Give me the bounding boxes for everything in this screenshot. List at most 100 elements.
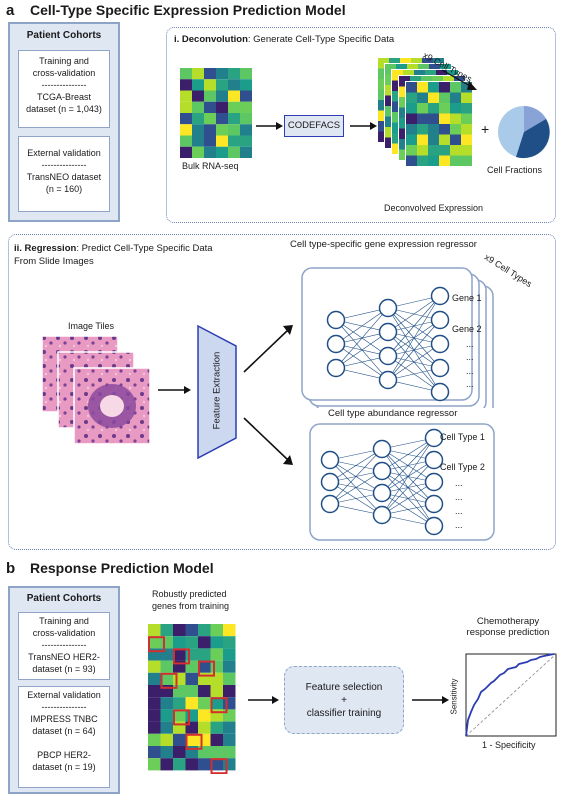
heatmap-cell xyxy=(385,127,396,138)
heatmap-cell xyxy=(216,68,228,80)
feature-selection-text: Feature selection xyxy=(305,682,383,693)
heatmap-cell xyxy=(378,68,389,79)
heatmap-cell xyxy=(392,80,403,91)
heatmap-cell xyxy=(406,82,417,93)
network-node xyxy=(424,450,444,470)
heatmap-cell xyxy=(450,155,461,166)
network-edge xyxy=(381,459,435,516)
heatmap-cell xyxy=(148,746,161,759)
heatmap-cell xyxy=(385,106,396,117)
heatmap-cell xyxy=(223,685,236,698)
heatmap-cell xyxy=(392,91,403,102)
diverging-arrows xyxy=(243,325,293,465)
heatmap-cell xyxy=(240,124,252,136)
highlight-box xyxy=(185,733,203,750)
heatmap-cell xyxy=(180,90,192,102)
network-node xyxy=(320,450,340,470)
heatmap-cell xyxy=(198,721,211,734)
chemo-label: Chemotherapy response prediction xyxy=(466,616,550,638)
heatmap-cell xyxy=(240,146,252,158)
cohort-text: IMPRESS TNBC xyxy=(30,714,98,724)
network-edge xyxy=(387,295,441,333)
deconvolved-heatmap-stack xyxy=(378,58,473,167)
chemo-label-line2: response prediction xyxy=(466,627,550,638)
cohort-separator: --------------- xyxy=(41,640,87,650)
heatmap-cell xyxy=(148,758,161,771)
heatmap-cell xyxy=(399,139,410,150)
heatmap-cell xyxy=(160,697,173,710)
heatmap-cell xyxy=(160,721,173,734)
cohort-text: TransNEO HER2- xyxy=(28,652,100,662)
cohort-text: PBCP HER2- xyxy=(37,750,91,760)
heatmap-cell xyxy=(392,112,403,123)
heatmap-cell xyxy=(378,110,389,121)
panel-a-letter: a xyxy=(6,2,15,19)
cohort-text: cross-validation xyxy=(32,628,96,638)
heatmap-cell xyxy=(223,648,236,661)
gene-1-label: Gene 1 xyxy=(452,293,482,303)
heatmap-cell xyxy=(192,90,204,102)
regression-title: ii. Regression: Predict Cell-Type Specif… xyxy=(14,243,213,254)
heatmap-cell xyxy=(216,146,228,158)
heatmap-cell xyxy=(406,134,417,145)
highlight-box xyxy=(198,660,215,677)
network-node xyxy=(424,516,444,536)
heatmap-cell xyxy=(216,135,228,147)
heatmap-cell xyxy=(240,90,252,102)
network-node xyxy=(378,298,398,318)
heatmap-cell xyxy=(198,709,211,722)
highlight-box xyxy=(173,709,190,726)
heatmap-cell xyxy=(385,64,396,75)
heatmap-cell xyxy=(385,137,396,148)
gene-ellipsis: ... xyxy=(466,379,474,389)
heatmap-cell xyxy=(461,103,472,114)
heatmap-cell xyxy=(180,113,192,125)
heatmap-cell xyxy=(160,709,173,722)
heatmap-cell xyxy=(148,685,161,698)
cohort-text: Training and xyxy=(39,56,89,66)
network-card xyxy=(309,423,495,541)
network-edge xyxy=(387,295,441,357)
highlight-box xyxy=(210,758,228,774)
heatmap-cell xyxy=(399,76,410,87)
heatmap-cell xyxy=(378,89,389,100)
heatmap-cell xyxy=(392,133,403,144)
heatmap-cell xyxy=(240,135,252,147)
patient-cohorts-b: Patient Cohorts Training and cross-valid… xyxy=(8,586,120,794)
heatmap-cell xyxy=(173,709,186,722)
network-node xyxy=(378,346,398,366)
image-tiles xyxy=(41,335,151,445)
heatmap-cell xyxy=(160,746,173,759)
heatmap-cell xyxy=(210,758,223,771)
heatmap-cell xyxy=(439,113,450,124)
heatmap-cell xyxy=(180,79,192,91)
heatmap-cell xyxy=(204,90,216,102)
heatmap-cell xyxy=(378,131,389,142)
heatmap-cell xyxy=(160,660,173,673)
heatmap-cell xyxy=(428,82,439,93)
celltype-ellipsis: ... xyxy=(455,478,463,488)
network-node xyxy=(372,461,392,481)
network-node xyxy=(430,286,450,306)
robust-genes-label-2: genes from training xyxy=(152,601,230,611)
network-node xyxy=(320,472,340,492)
network-edge xyxy=(387,319,441,381)
heatmap-cell xyxy=(399,97,410,108)
heatmap-cell xyxy=(204,79,216,91)
heatmap-cell xyxy=(192,68,204,80)
heatmap-cell xyxy=(160,758,173,771)
heatmap-cell xyxy=(210,624,223,637)
network-node xyxy=(424,472,444,492)
heatmap-cell xyxy=(240,113,252,125)
heatmap-cell xyxy=(160,672,173,685)
heatmap-cell xyxy=(148,672,161,685)
heatmap-cell xyxy=(385,116,396,127)
gene-network-stack xyxy=(301,267,494,408)
heatmap-cell xyxy=(385,74,396,85)
heatmap-cell xyxy=(428,92,439,103)
network-edge xyxy=(387,295,441,381)
heatmap-cell xyxy=(461,155,472,166)
heatmap-cell xyxy=(180,101,192,113)
cohorts-title: Patient Cohorts xyxy=(26,593,102,604)
heatmap-cell xyxy=(439,92,450,103)
